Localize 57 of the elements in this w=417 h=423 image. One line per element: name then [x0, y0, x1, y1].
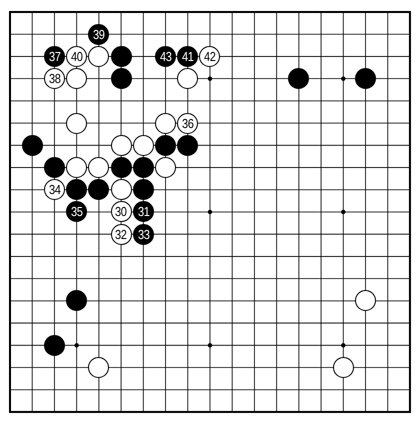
move-number: 30: [115, 205, 127, 218]
move-number: 32: [115, 228, 127, 241]
go-stone: [66, 290, 88, 312]
go-stone: [88, 46, 110, 67]
move-number: 43: [160, 50, 172, 63]
go-stone: [44, 179, 65, 200]
go-stone: [177, 68, 198, 90]
go-stone: [155, 134, 176, 156]
move-number: 42: [204, 50, 216, 63]
move-number: 39: [93, 28, 105, 41]
move-number: 35: [70, 205, 82, 218]
go-stone: [22, 134, 43, 156]
go-stone: [44, 68, 65, 90]
go-stone: [44, 46, 65, 67]
go-stone: [66, 68, 88, 90]
go-stone: [132, 224, 154, 245]
go-stone: [88, 24, 110, 45]
go-stone: [88, 357, 110, 378]
go-stone: [132, 134, 154, 156]
go-stone: [110, 134, 132, 156]
go-stone: [199, 46, 220, 67]
go-stone: [66, 46, 88, 67]
go-stone: [155, 46, 176, 67]
go-stone: [44, 157, 65, 178]
go-stone: [355, 68, 376, 90]
go-stone: [110, 157, 132, 178]
go-stone: [110, 201, 132, 222]
go-stone: [177, 112, 198, 134]
move-number: 37: [48, 50, 60, 63]
go-stone: [132, 157, 154, 178]
go-stone: [44, 334, 65, 356]
go-stone: [155, 112, 176, 134]
go-stone: [110, 179, 132, 200]
go-stone: [332, 357, 354, 378]
go-stone: [88, 179, 110, 200]
move-number: 33: [138, 228, 150, 241]
go-stone: [155, 157, 176, 178]
move-number: 38: [48, 72, 60, 86]
go-stone: [66, 201, 88, 222]
go-stone: [110, 224, 132, 245]
go-stone: [66, 112, 88, 134]
go-stone: [66, 179, 88, 200]
go-stone: [288, 68, 310, 90]
go-stone: [110, 68, 132, 90]
move-number: 34: [48, 183, 60, 196]
go-stone: [177, 134, 198, 156]
go-stone: [355, 290, 376, 312]
move-number: 40: [70, 50, 82, 63]
go-stone: [177, 46, 198, 67]
go-stone: [132, 201, 154, 222]
go-stone: [66, 157, 88, 178]
move-number: 31: [138, 205, 150, 218]
move-number: 41: [182, 50, 194, 63]
go-stone: [88, 157, 110, 178]
move-number: 36: [182, 116, 194, 130]
go-stone: [110, 46, 132, 67]
go-stone: [132, 179, 154, 200]
